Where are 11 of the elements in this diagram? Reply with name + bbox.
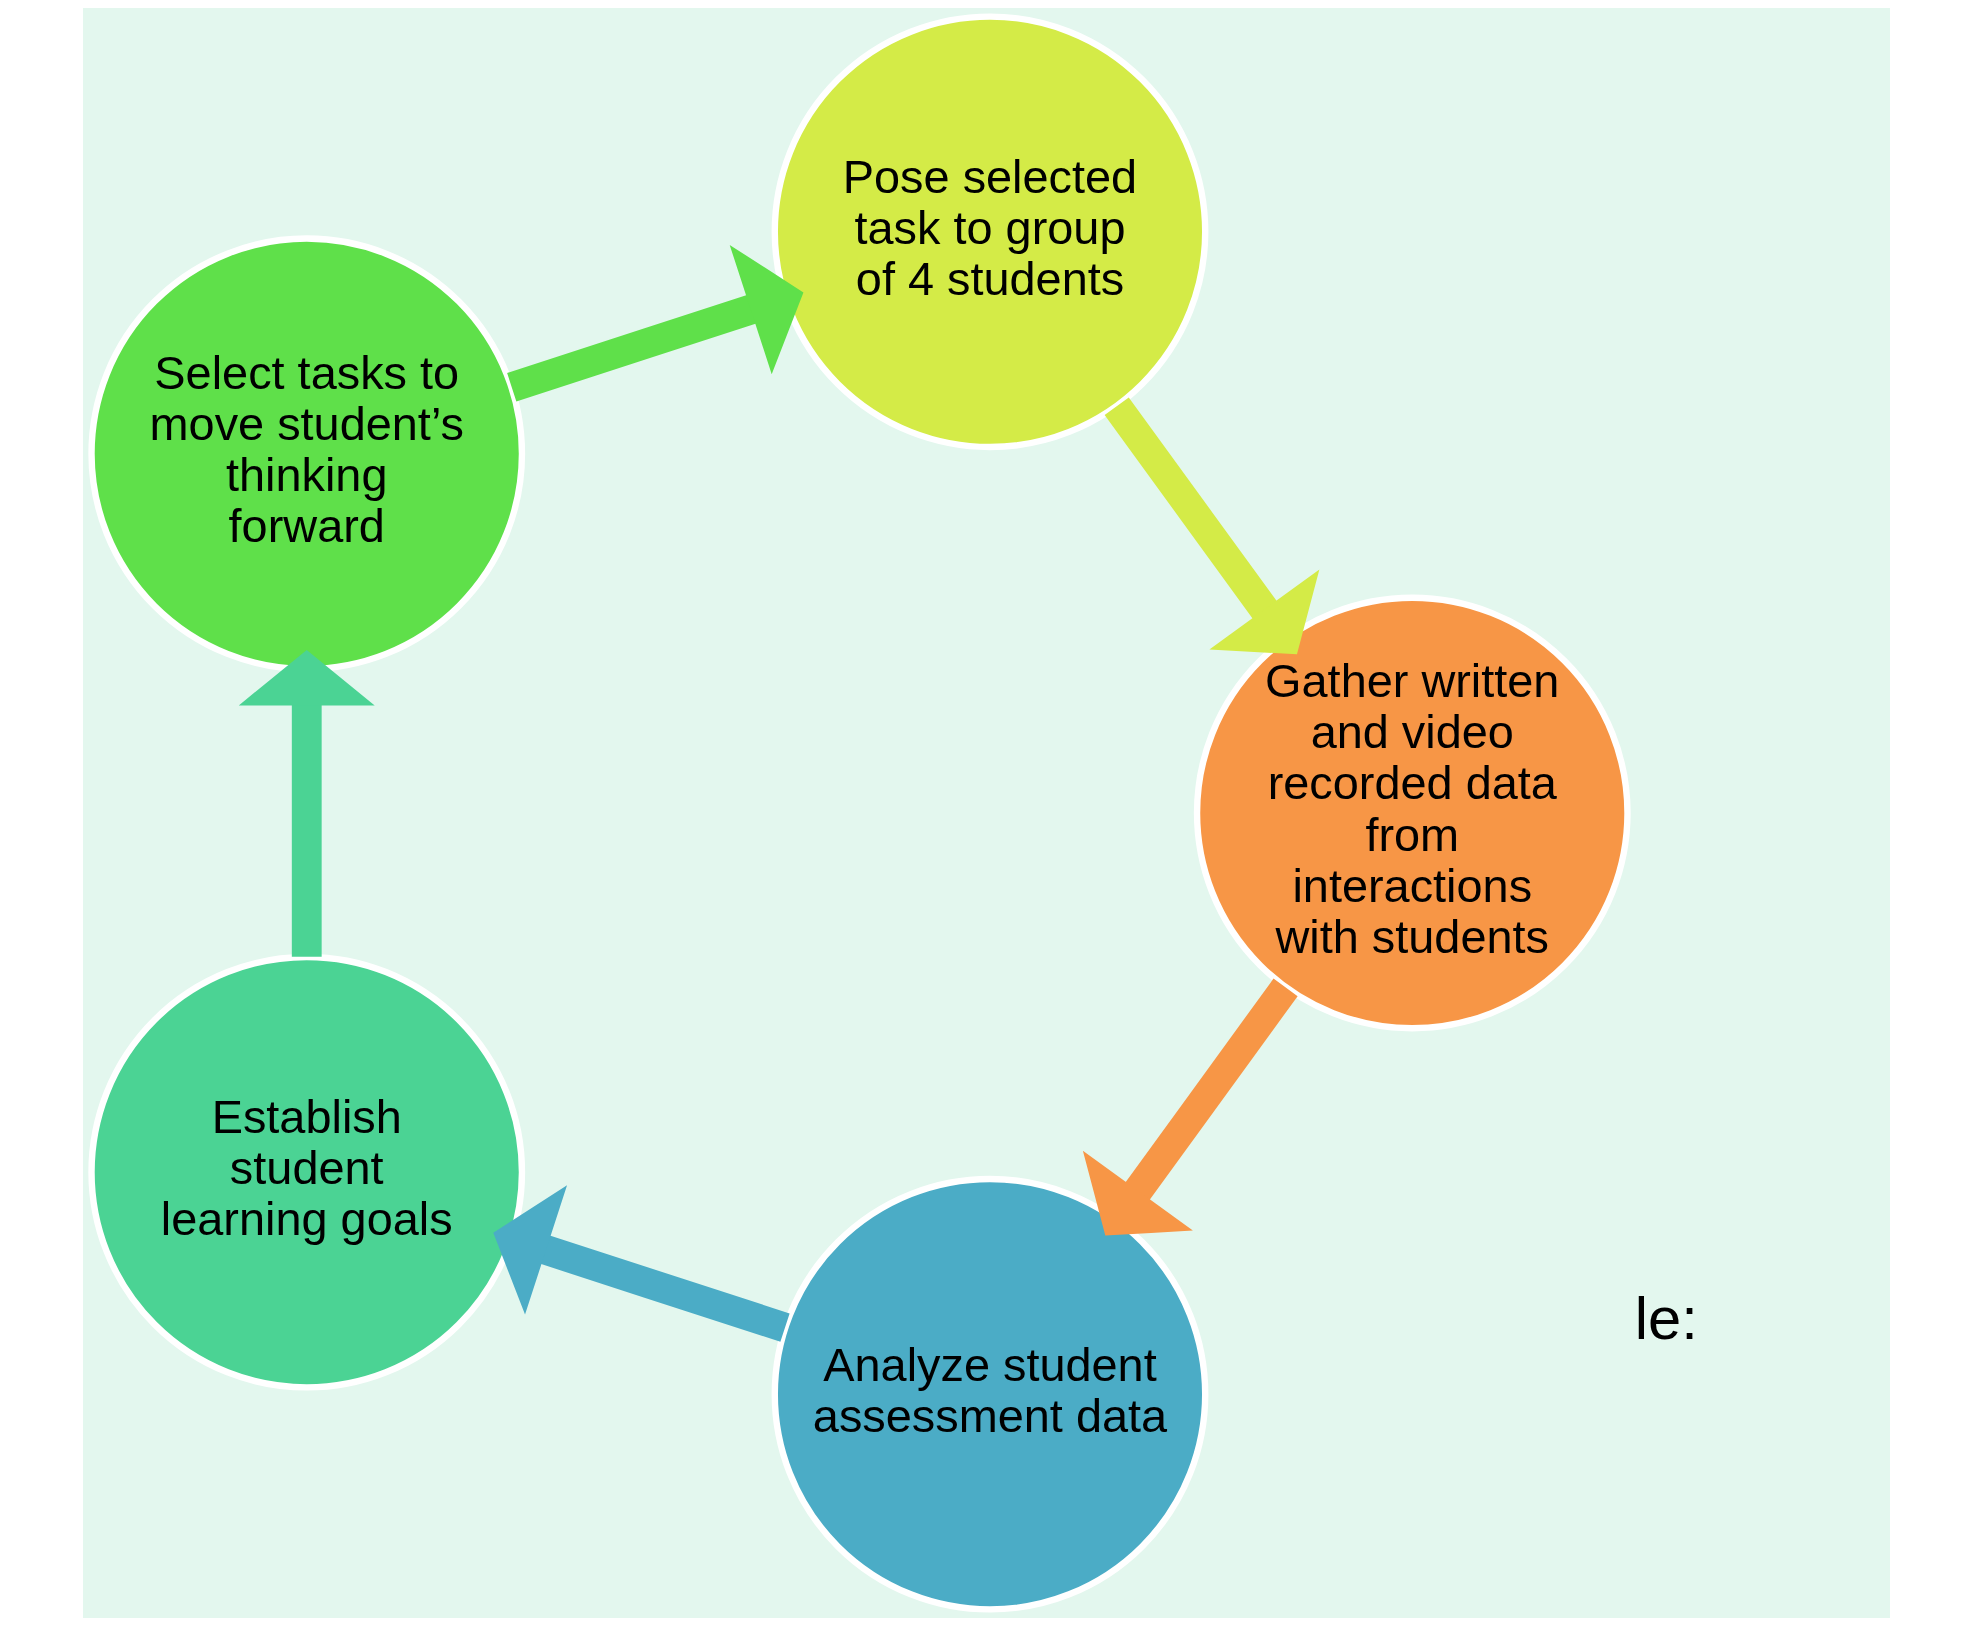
label: le: [1634, 1285, 1698, 1353]
arrow [238, 649, 375, 957]
node-circle: Select tasks to move student’s thinking forward [88, 235, 526, 673]
arrow [1104, 397, 1320, 655]
node-circle: Gather written and video recorded data from interactions with students [1193, 594, 1631, 1032]
arrow [493, 1185, 790, 1342]
arrow [507, 244, 804, 402]
node-circle: Establish student learning goals [88, 953, 526, 1391]
node-circle: Analyze student assessment data [771, 1175, 1209, 1613]
arrow [1082, 978, 1298, 1236]
node-circle: Pose selected task to group of 4 students [771, 13, 1209, 451]
